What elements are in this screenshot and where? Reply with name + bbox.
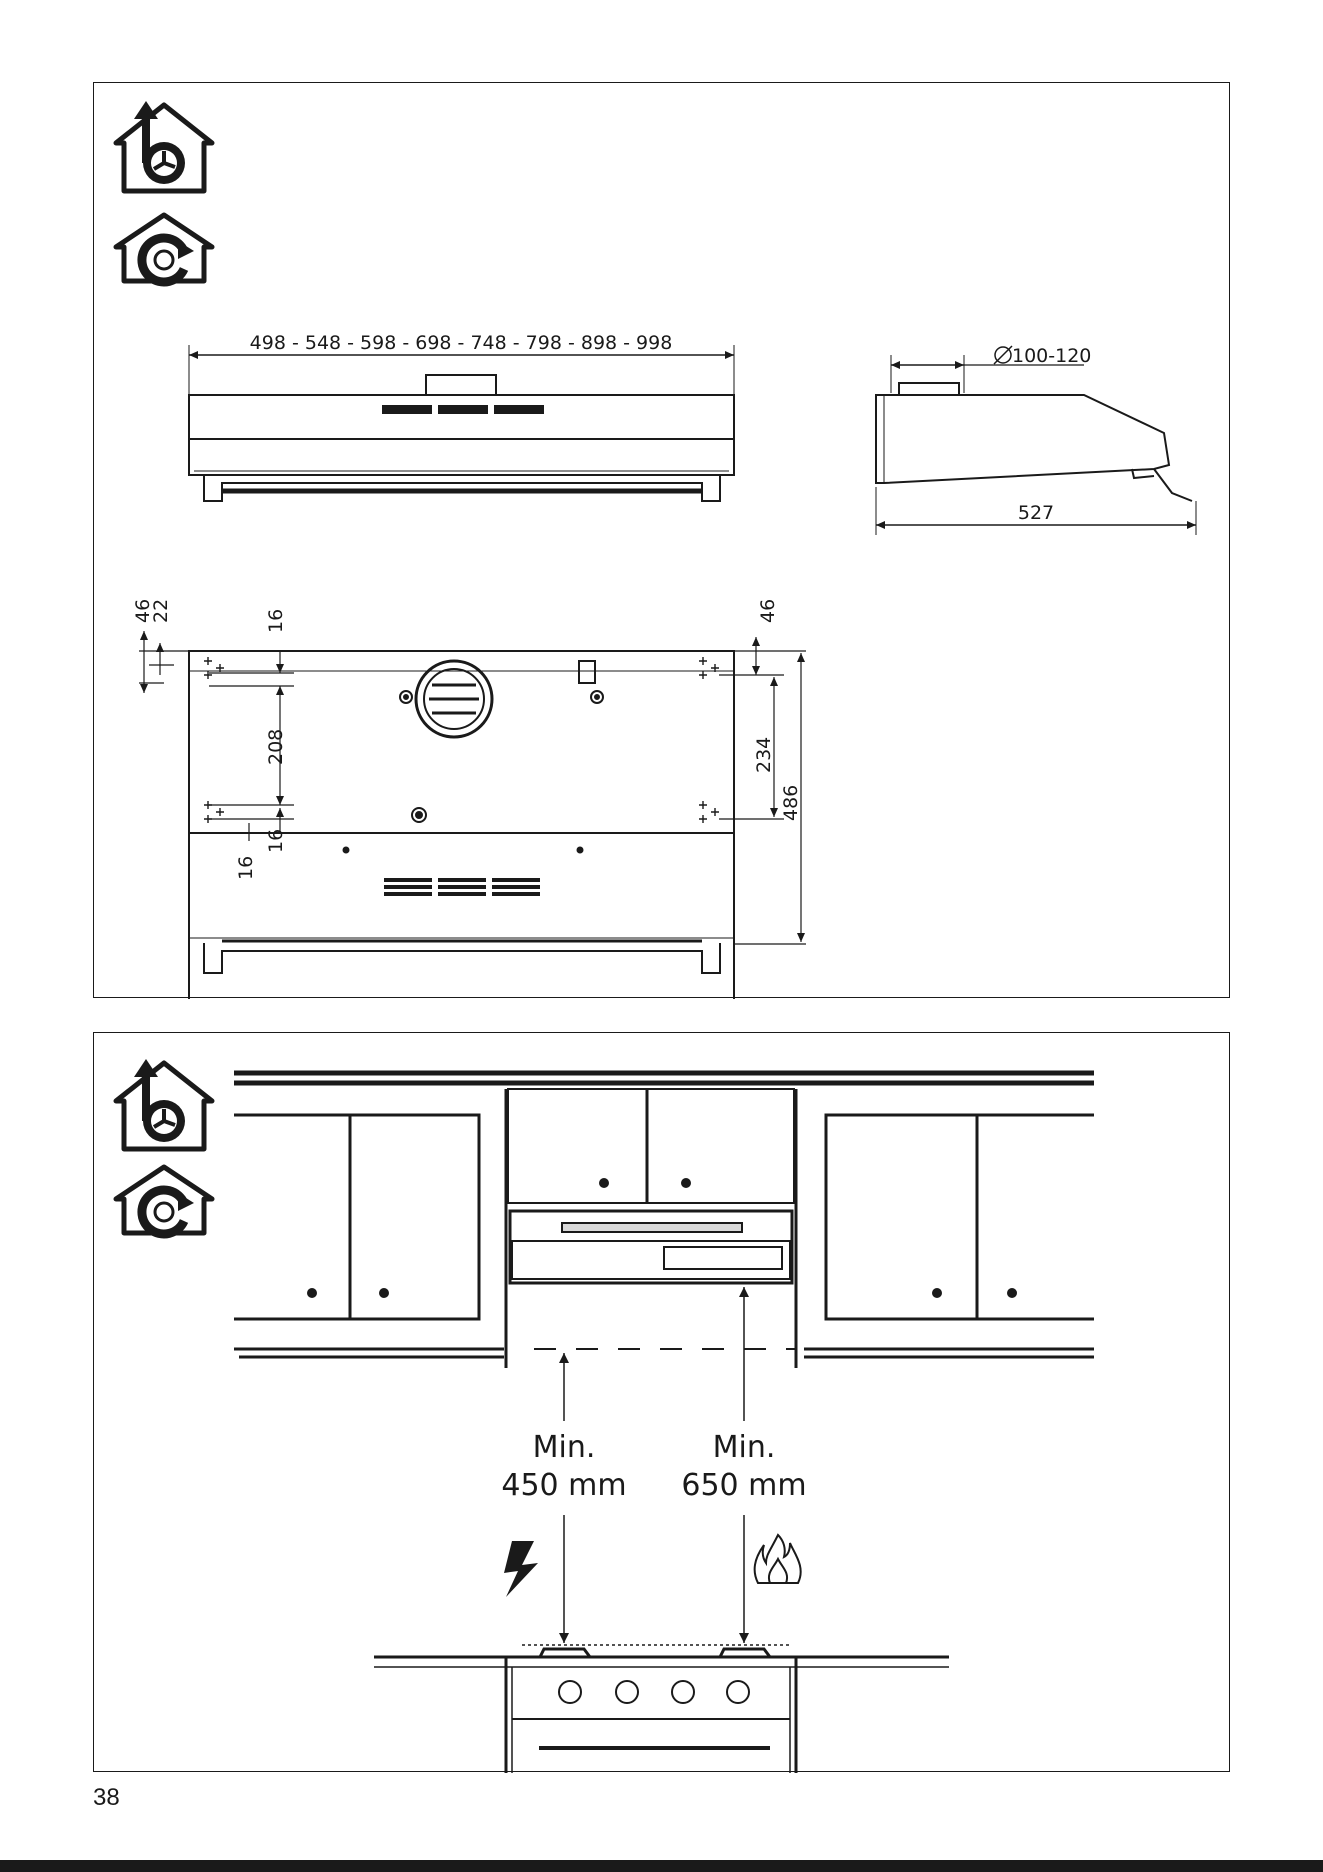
house-fan-recirculation-icon [116,1167,212,1234]
dim-16-low: 16 [235,856,257,880]
electric-distance-label: 450 mm [501,1468,626,1503]
dim-22: 22 [150,599,172,623]
dim-208: 208 [265,729,287,765]
bottom-rule [0,1860,1323,1872]
hood-dimensions-panel: 498 - 548 - 598 - 698 - 748 - 798 - 898 … [93,82,1230,998]
electric-min-label: Min. [533,1430,596,1465]
house-fan-recirculation-icon [116,215,212,282]
installation-clearance-panel: Min. 450 mm Min. 650 mm [93,1032,1230,1772]
cooktop-and-counter [374,1645,949,1773]
depth-label: 527 [1018,502,1054,524]
hood-dimensions-drawing: 498 - 548 - 598 - 698 - 748 - 798 - 898 … [94,83,1231,999]
flame-icon [755,1535,801,1583]
house-fan-extraction-icon [116,1059,212,1149]
dim-486: 486 [780,785,802,821]
gas-distance-label: 650 mm [681,1468,806,1503]
dim-46-right: 46 [757,599,779,623]
front-view [189,345,734,501]
dim-234: 234 [753,737,775,773]
installation-clearance-drawing: Min. 450 mm Min. 650 mm [94,1033,1231,1773]
page-number: 38 [93,1784,120,1812]
gas-min-label: Min. [713,1430,776,1465]
dim-16-mid: 16 [265,829,287,853]
grille-marks [384,878,540,896]
duct-diameter-label: 100-120 [1012,345,1091,367]
kitchen-cabinets [234,1073,1094,1368]
underside-view [139,631,806,999]
dim-16-top: 16 [265,609,287,633]
lightning-icon [504,1541,538,1597]
clearance-arrows [564,1287,744,1643]
house-fan-extraction-icon [116,101,212,191]
width-options-label: 498 - 548 - 598 - 698 - 748 - 798 - 898 … [250,332,673,354]
